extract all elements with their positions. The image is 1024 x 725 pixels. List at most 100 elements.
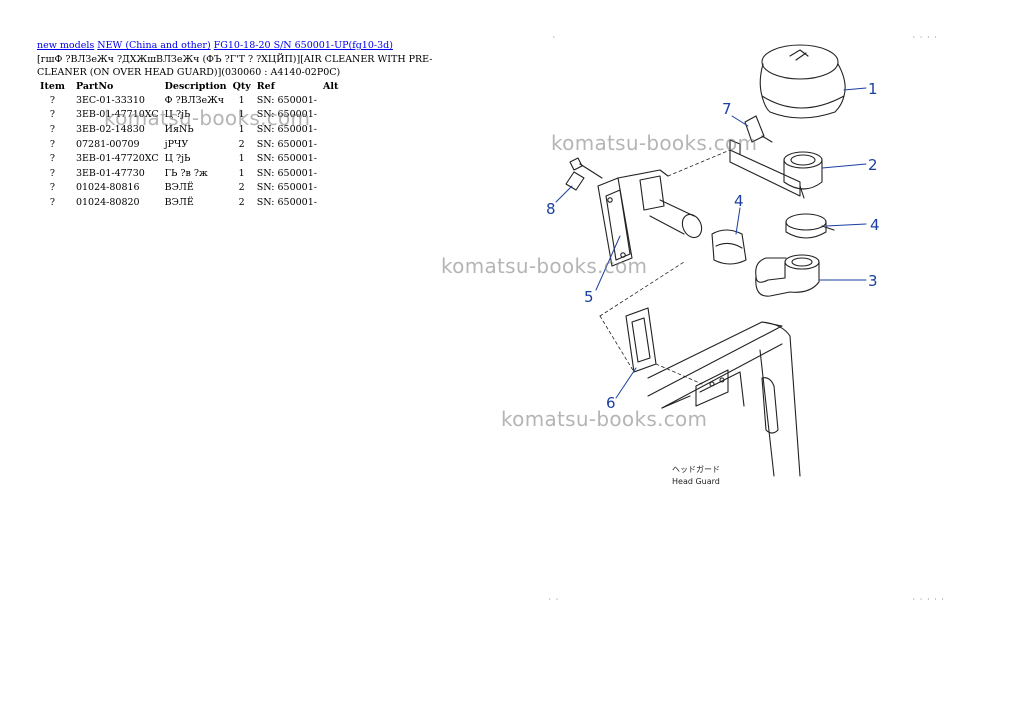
parts-table: Item PartNo Description Qty Ref Alt ? 3E… (37, 79, 346, 210)
head-guard-frame (647, 321, 801, 477)
cell-ref: SN: 650001- (256, 138, 317, 150)
table-row: ? 3EB-01-47720XC Ц ?jЬ 1 SN: 650001- (37, 151, 346, 166)
cell-alt (320, 108, 346, 123)
col-header-item: Item (40, 80, 65, 92)
cell-qty: 1 (238, 109, 245, 121)
cell-partno: 01024-80820 (75, 196, 140, 208)
parts-diagram: 1 2 3 4 4 5 6 7 8 ヘッドガード Head Guard (546, 44, 880, 486)
assembly-guide-lines (599, 149, 731, 385)
watermark: komatsu-books.com (501, 407, 708, 431)
cell-item: ? (49, 153, 56, 165)
table-header-row: Item PartNo Description Qty Ref Alt (37, 79, 346, 93)
col-header-ref: Ref (256, 80, 275, 92)
cell-item: ? (49, 109, 56, 121)
page-corner-mark: · (552, 34, 556, 41)
callout-1: 1 (868, 80, 878, 98)
head-guard-label-jp: ヘッドガード (672, 464, 720, 474)
cell-ref: SN: 650001- (256, 196, 317, 208)
watermark: komatsu-books.com (104, 106, 311, 130)
cell-qty: 2 (238, 182, 245, 194)
callout-4-right: 4 (870, 216, 880, 234)
cell-partno: 3EB-01-47730 (75, 167, 145, 179)
cell-alt (320, 166, 346, 181)
cell-partno: 01024-80816 (75, 182, 140, 194)
page-corner-mark: · · · · (912, 34, 938, 41)
cell-alt (320, 137, 346, 152)
cell-qty: 1 (238, 123, 245, 135)
cell-partno: 3EB-01-47710XC (75, 109, 159, 121)
cell-item: ? (49, 94, 56, 106)
gasket (625, 307, 657, 373)
cell-partno: 3EC-01-33310 (75, 94, 145, 106)
callout-6: 6 (606, 394, 616, 412)
cell-ref: SN: 650001- (256, 153, 317, 165)
col-header-description: Description (164, 80, 227, 92)
cell-description: ВЭЛЁ (164, 196, 194, 208)
callout-leaders (555, 87, 867, 399)
callout-8: 8 (546, 200, 556, 218)
table-row: ? 07281-00709 jРЧУ 2 SN: 650001- (37, 137, 346, 152)
cell-alt (320, 181, 346, 196)
hose-clamp-left (711, 229, 747, 265)
cell-item: ? (49, 123, 56, 135)
pre-cleaner-plate (597, 169, 703, 267)
cell-description: Ф ?ВЛЗеЖч (164, 94, 225, 106)
cell-alt (320, 151, 346, 166)
col-header-alt: Alt (322, 80, 339, 92)
callout-3: 3 (868, 272, 878, 290)
air-cleaner-body (759, 44, 846, 119)
cell-ref: SN: 650001- (256, 94, 317, 106)
table-row: ? 01024-80820 ВЭЛЁ 2 SN: 650001- (37, 195, 346, 210)
cell-item: ? (49, 182, 56, 194)
page-corner-mark: · · · · · (912, 596, 945, 603)
col-header-qty: Qty (232, 80, 251, 92)
cell-description: ГЬ ?в ?ж (164, 167, 208, 179)
cell-description: ИяNЬ (164, 123, 194, 135)
cell-qty: 1 (238, 153, 245, 165)
cell-ref: SN: 650001- (256, 109, 317, 121)
page-title: [гшФ ?ВЛЗеЖч ?ДХЖшВЛЗеЖч (ФЪ ?Г'Т ? ?ХЦЙ… (37, 54, 433, 78)
cell-item: ? (49, 196, 56, 208)
table-row: ? 3EC-01-33310 Ф ?ВЛЗеЖч 1 SN: 650001- (37, 93, 346, 108)
callout-2: 2 (868, 156, 878, 174)
cell-item: ? (49, 138, 56, 150)
cell-qty: 2 (238, 138, 245, 150)
breadcrumb-link-region[interactable]: NEW (China and other) (97, 40, 211, 51)
breadcrumb-link-model[interactable]: FG10-18-20 S/N 650001-UP(fg10-3d) (213, 40, 393, 51)
cell-description: Ц ?jЬ (164, 153, 191, 165)
callout-4-left: 4 (734, 192, 744, 210)
watermark: komatsu-books.com (551, 131, 758, 155)
col-header-partno: PartNo (75, 80, 114, 92)
cell-alt (320, 122, 346, 137)
bolt-8 (565, 157, 603, 191)
callout-7: 7 (722, 100, 732, 118)
cell-description: ВЭЛЁ (164, 182, 194, 194)
table-row: ? 3EB-02-14830 ИяNЬ 1 SN: 650001- (37, 122, 346, 137)
cell-ref: SN: 650001- (256, 167, 317, 179)
hose-clamp-right (785, 213, 835, 239)
cell-qty: 2 (238, 196, 245, 208)
elbow-hose (755, 254, 820, 297)
table-row: ? 3EB-01-47730 ГЬ ?в ?ж 1 SN: 650001- (37, 166, 346, 181)
table-row: ? 01024-80816 ВЭЛЁ 2 SN: 650001- (37, 181, 346, 196)
breadcrumb-link-new-models[interactable]: new models (37, 40, 95, 51)
cell-alt (320, 195, 346, 210)
cell-partno: 07281-00709 (75, 138, 140, 150)
cell-partno: 3EB-02-14830 (75, 123, 145, 135)
cell-ref: SN: 650001- (256, 123, 317, 135)
cell-qty: 1 (238, 167, 245, 179)
cell-ref: SN: 650001- (256, 182, 317, 194)
mounting-bracket (729, 115, 801, 197)
breadcrumb: new models NEW (China and other) FG10-18… (37, 40, 393, 52)
inlet-cap (783, 151, 823, 199)
cell-qty: 1 (238, 94, 245, 106)
watermark: komatsu-books.com (441, 254, 648, 278)
callout-5: 5 (584, 288, 594, 306)
cell-description: Ц ?jЬ (164, 109, 191, 121)
head-guard-label-en: Head Guard (672, 477, 720, 486)
page-corner-mark: · · (548, 596, 559, 603)
cell-alt (320, 93, 346, 108)
cell-description: jРЧУ (164, 138, 189, 150)
cell-partno: 3EB-01-47720XC (75, 153, 159, 165)
table-row: ? 3EB-01-47710XC Ц ?jЬ 1 SN: 650001- (37, 108, 346, 123)
